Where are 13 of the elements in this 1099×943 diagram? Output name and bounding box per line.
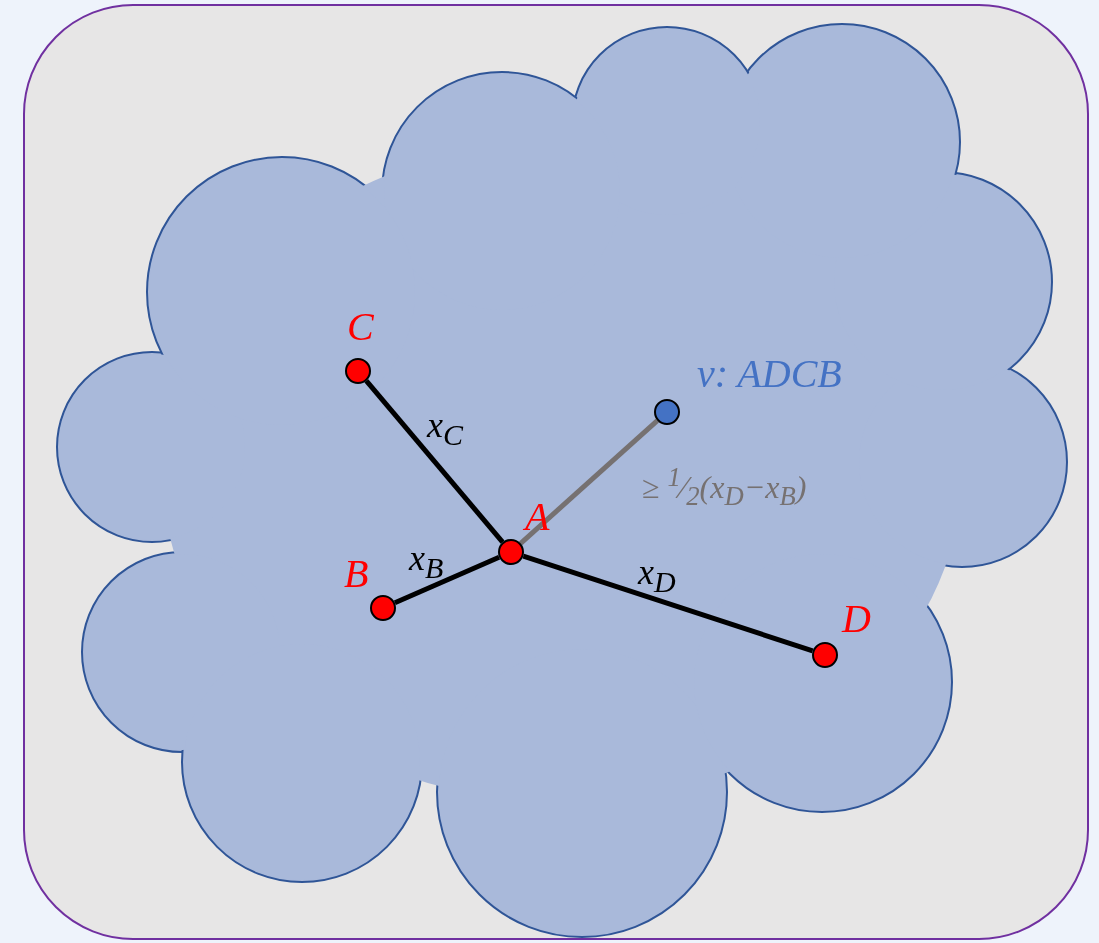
edge-label: ≥ $^{1}$⁄$_{2}$(x$_{D}$−x$_{B}$) xyxy=(642,464,807,510)
edge-label: x$_{D}$ xyxy=(638,554,676,598)
point-label: v: ADCB xyxy=(697,354,842,394)
point-label: C xyxy=(347,307,374,347)
edge-label: x$_{B}$ xyxy=(409,540,444,584)
connector-line xyxy=(393,554,501,606)
point-label: D xyxy=(842,599,871,639)
edge-label: x$_{C}$ xyxy=(427,407,463,451)
connector-line xyxy=(364,379,505,544)
point-label: A xyxy=(525,497,550,537)
connector-line xyxy=(519,418,659,546)
point-label: B xyxy=(344,554,369,594)
connector-line xyxy=(522,553,814,654)
